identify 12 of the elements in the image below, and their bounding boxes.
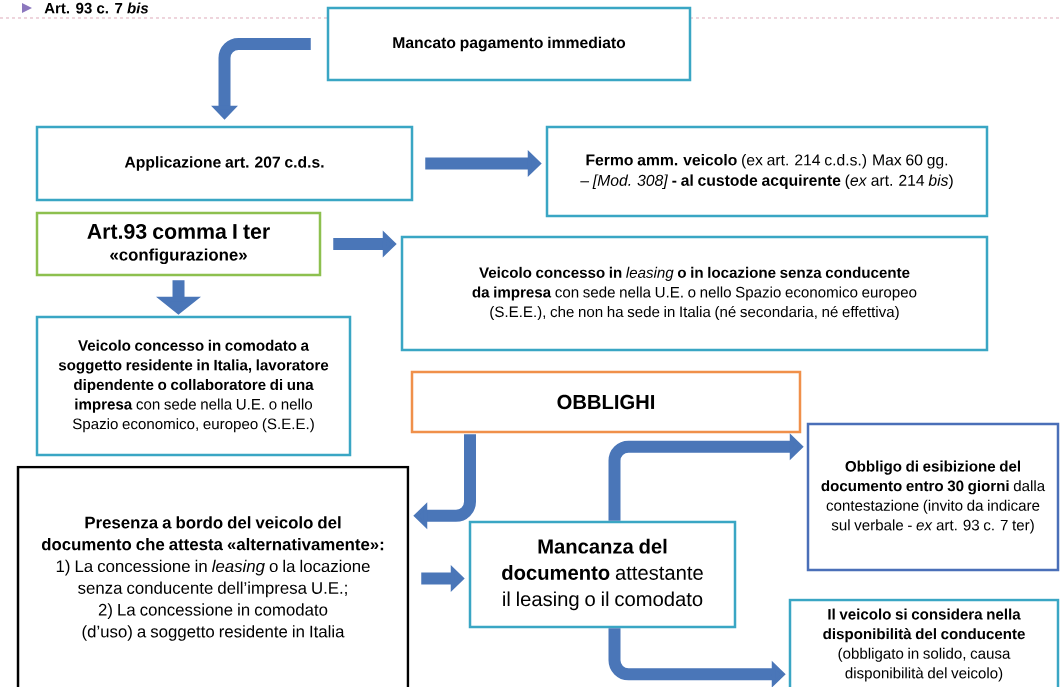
- process-box: Veicolo concesso in comodato a soggetto residente in Italia, lavoratore dipendente o collaboratore di una impresa con sede nella U.E. o nello Spazio economico, europeo (S.E.E.): [35, 315, 352, 457]
- process-box: Presenza a bordo del veicolo del documento che attesta «alternativamente»: 1) La concessione in leasing o la locazione senza conducente dell’impresa U.E.; 2) La concessione in comodato (d’uso) a soggetto residente in Italia: [16, 465, 410, 687]
- process-box: Obbligo di esibizione del documento entro 30 giorni dalla contestazione (invito da indicare sul verbale - ex art. 93 c. 7 ter): [806, 422, 1060, 572]
- process-box: Mancanza del documento attestante il leasing o il comodato: [468, 520, 737, 629]
- process-box: Applicazione art. 207 c.d.s.: [35, 125, 414, 202]
- process-box: Il veicolo si considera nella disponibilità del conducente (obbligato in solido, causa disponibilità del veicolo): [788, 598, 1060, 687]
- process-box: Mancato pagamento immediato: [326, 6, 692, 82]
- process-box: Art.93 comma I ter «configurazione»: [35, 211, 322, 277]
- process-box: Fermo amm. veicolo (ex art. 214 c.d.s.) Max 60 gg. – [Mod. 308] - al custode acquirente (ex art. 214 bis): [545, 125, 989, 218]
- heading-box: OBBLIGHI: [410, 370, 802, 434]
- title: Art. 93 c. 7 bis: [44, 2, 149, 14]
- process-box: Veicolo concesso in leasing o in locazione senza conducente da impresa con sede nella U.E. o nello Spazio economico europeo (S.E.E.), che non ha sede in Italia (né secondaria, né effettiva): [400, 235, 989, 352]
